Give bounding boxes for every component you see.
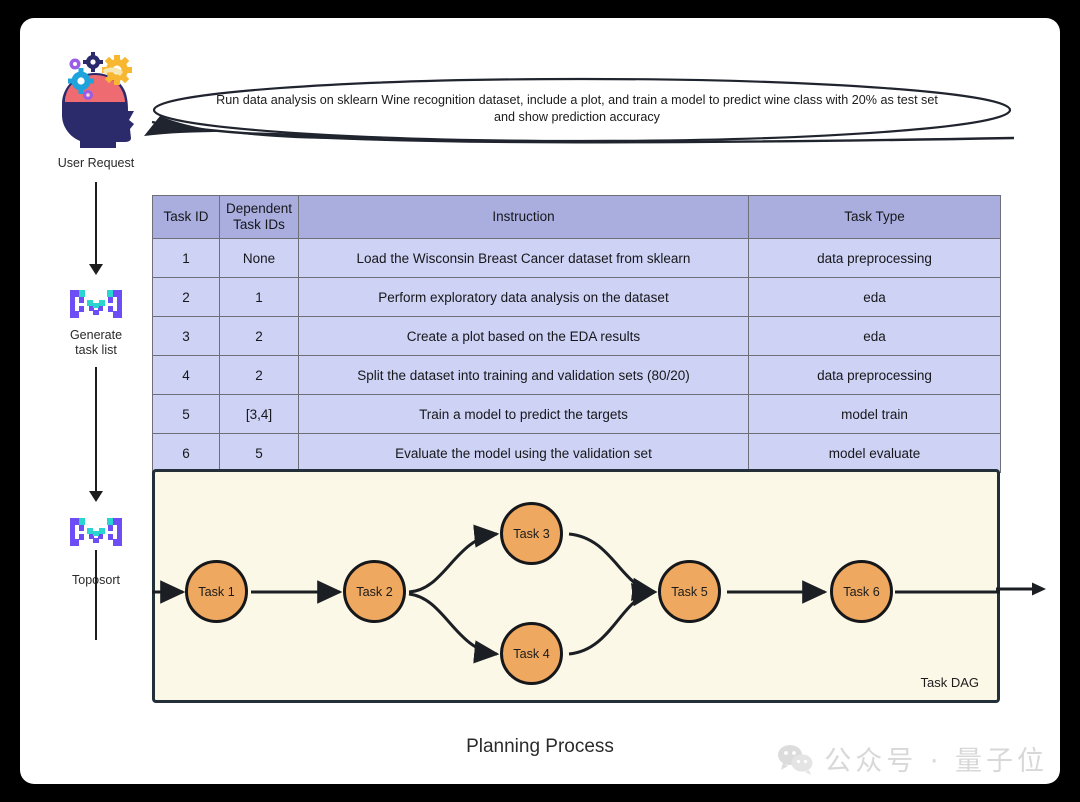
cell-task-type: model evaluate [748,433,1001,473]
cell-task-id: 1 [152,238,220,278]
dag-node-task-3[interactable]: Task 3 [500,502,563,565]
dag-edges [152,524,1000,664]
task-table: Task ID Dependent Task IDs Instruction T… [152,195,1001,473]
cell-task-id: 2 [152,277,220,317]
rail-label-line1: Generate [69,328,123,342]
pixel-robot-icon-toposort [70,518,122,546]
rail-connector-2 [95,367,97,493]
cell-task-type: data preprocessing [748,355,1001,395]
cell-dependent: 5 [219,433,299,473]
user-request-text: Run data analysis on sklearn Wine recogn… [216,93,938,124]
table-row: 1 None Load the Wisconsin Breast Cancer … [152,238,1001,278]
table-row: 4 2 Split the dataset into training and … [152,355,1001,395]
cell-instruction: Evaluate the model using the validation … [298,433,749,473]
dag-node-task-5[interactable]: Task 5 [658,560,721,623]
cell-task-type: eda [748,277,1001,317]
cell-instruction: Train a model to predict the targets [298,394,749,434]
rail-label-generate-task-list: Generate task list [36,328,156,358]
edge-4-5 [568,583,658,656]
cell-dependent: 1 [219,277,299,317]
rail-connector-3 [95,550,97,640]
cell-dependent: None [219,238,299,278]
user-request-bubble: Run data analysis on sklearn Wine recogn… [142,76,1014,144]
header-dep-line1: Dependent [225,201,293,216]
cell-task-id: 3 [152,316,220,356]
wechat-icon [778,744,813,775]
bubble-outline [144,77,1014,144]
table-row: 5 [3,4] Train a model to predict the tar… [152,394,1001,434]
cell-dependent: 2 [219,316,299,356]
table-row: 3 2 Create a plot based on the EDA resul… [152,316,1001,356]
watermark: 公众号 · 量子位 [776,739,1048,778]
header-task-id: Task ID [152,195,220,239]
rail-arrowhead-2 [89,491,103,502]
cell-instruction: Perform exploratory data analysis on the… [298,277,749,317]
cell-task-id: 4 [152,355,220,395]
header-task-type: Task Type [748,195,1001,239]
cell-dependent: 2 [219,355,299,395]
edge-2-3 [408,524,500,594]
dag-caption: Task DAG [920,675,979,690]
cell-task-id: 5 [152,394,220,434]
cell-task-type: model train [748,394,1001,434]
cell-task-type: eda [748,316,1001,356]
cell-dependent: [3,4] [219,394,299,434]
rail-arrowhead-1 [89,264,103,275]
cell-instruction: Load the Wisconsin Breast Cancer dataset… [298,238,749,278]
table-header-row: Task ID Dependent Task IDs Instruction T… [152,195,1001,239]
rail-connector-1 [95,182,97,266]
cell-task-id: 6 [152,433,220,473]
edge-3-5 [568,532,658,601]
content-card: User Request [20,18,1060,784]
dag-node-task-1[interactable]: Task 1 [185,560,248,623]
rail-label-line2: task list [75,343,117,357]
dag-output-arrow [996,582,1046,596]
pixel-robot-icon-generate [70,290,122,318]
dag-node-task-2[interactable]: Task 2 [343,560,406,623]
page-title: Planning Process [466,736,614,757]
header-instruction: Instruction [298,195,749,239]
header-dependent-task-ids: Dependent Task IDs [219,195,299,239]
table-row: 6 5 Evaluate the model using the validat… [152,433,1001,473]
rail-label-user-request: User Request [57,156,135,170]
header-dep-line2: Task IDs [233,217,285,232]
brain-gears-icon [62,52,134,148]
edge-2-4 [408,592,500,664]
table-row: 2 1 Perform exploratory data analysis on… [152,277,1001,317]
cell-instruction: Split the dataset into training and vali… [298,355,749,395]
pipeline-rail: User Request [36,32,156,640]
dag-node-task-6[interactable]: Task 6 [830,560,893,623]
watermark-text: 公众号 · 量子位 [824,746,1048,777]
dag-node-task-4[interactable]: Task 4 [500,622,563,685]
task-dag-panel: Task 1 Task 2 Task 3 Task 4 Task 5 Task … [152,469,1000,703]
cell-task-type: data preprocessing [748,238,1001,278]
cell-instruction: Create a plot based on the EDA results [298,316,749,356]
